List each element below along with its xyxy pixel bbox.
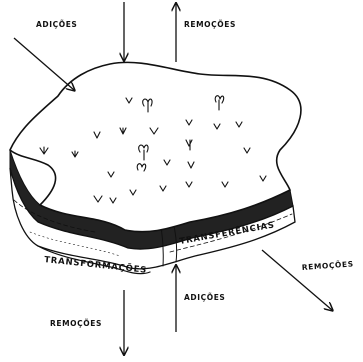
soil-block xyxy=(10,62,301,273)
label-additions-top-left: ADIÇÕES xyxy=(36,20,77,29)
label-removals-bottom-left: REMOÇÕES xyxy=(50,319,102,328)
arrow-removals-right xyxy=(262,250,332,310)
label-removals-top-right: REMOÇÕES xyxy=(184,20,236,29)
label-removals-right: REMOÇÕES xyxy=(302,259,354,272)
arrow-additions-top-left xyxy=(14,38,74,90)
label-additions-bottom: ADIÇÕES xyxy=(184,293,225,302)
